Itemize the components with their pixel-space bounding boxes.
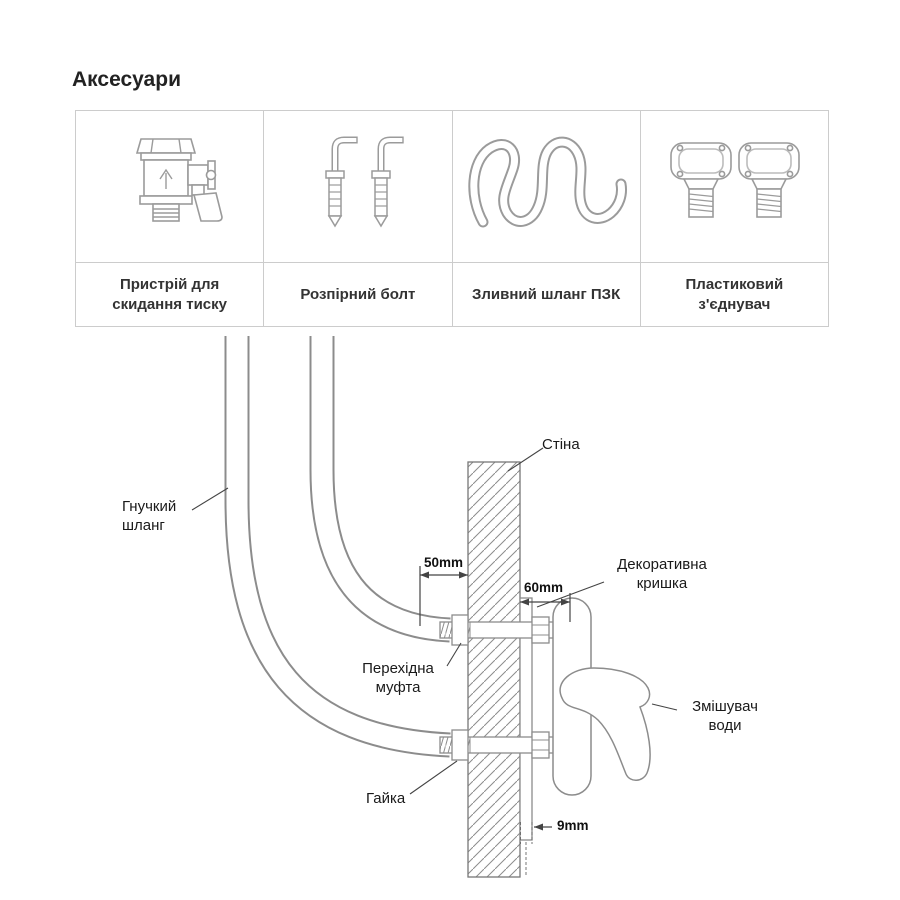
flexible-hose-label: Гнучкий шланг: [122, 498, 177, 534]
accessory-image-cell: [264, 111, 453, 263]
decorative-cover-label: Декоративна кришка: [617, 556, 707, 592]
wall-label: Стіна: [542, 436, 580, 453]
mixer-handle: [559, 667, 651, 781]
flexible-hose-inner: [309, 336, 451, 643]
accessory-label: Пристрій для скидання тиску: [112, 276, 227, 313]
accessory-label-cell: Пристрій для скидання тиску: [76, 263, 265, 327]
dim-9mm-label: 9mm: [557, 818, 589, 833]
plastic-connector-icon: [670, 141, 801, 218]
accessory-label-cell: Розпірний болт: [264, 263, 453, 327]
decorative-cover-plate: [519, 597, 533, 841]
nut-label: Гайка: [366, 790, 406, 807]
accessory-image-cell: [640, 111, 829, 263]
lower-fitting: [439, 729, 557, 761]
accessory-label-cell: Пластиковий з'єднувач: [640, 263, 829, 327]
dimension-60mm: [520, 593, 571, 622]
accessory-label-cell: Зливний шланг ПЗК: [452, 263, 641, 327]
water-mixer-label: Змішувач води: [692, 698, 758, 734]
dim-60mm-label: 60mm: [524, 580, 564, 595]
accessory-label: Пластиковий з'єднувач: [685, 276, 784, 313]
accessory-image-cell: [76, 111, 265, 263]
dim-50mm-label: 50mm: [424, 555, 464, 570]
drain-hose-icon: [468, 136, 628, 227]
dimension-50mm: [419, 566, 468, 626]
dimension-9mm: [520, 822, 552, 875]
accessories-table: Пристрій для скидання тиску Розпірний бо…: [75, 110, 829, 327]
pressure-relief-valve-icon: [135, 137, 223, 222]
accessory-label: Розпірний болт: [300, 285, 416, 303]
installation-diagram: Стіна Гнучкий шланг 50mm 60mm Декоративн…: [0, 330, 900, 900]
accessory-image-cell: [452, 111, 641, 263]
flexible-hose-outer: [224, 336, 451, 758]
wall: [467, 461, 521, 878]
leader-lines: [191, 447, 678, 795]
page-title: Аксесуари: [72, 68, 181, 91]
expansion-bolt-icon: [325, 136, 404, 227]
accessory-label: Зливний шланг ПЗК: [472, 285, 621, 303]
adapter-coupling-label: Перехідна муфта: [362, 660, 434, 696]
